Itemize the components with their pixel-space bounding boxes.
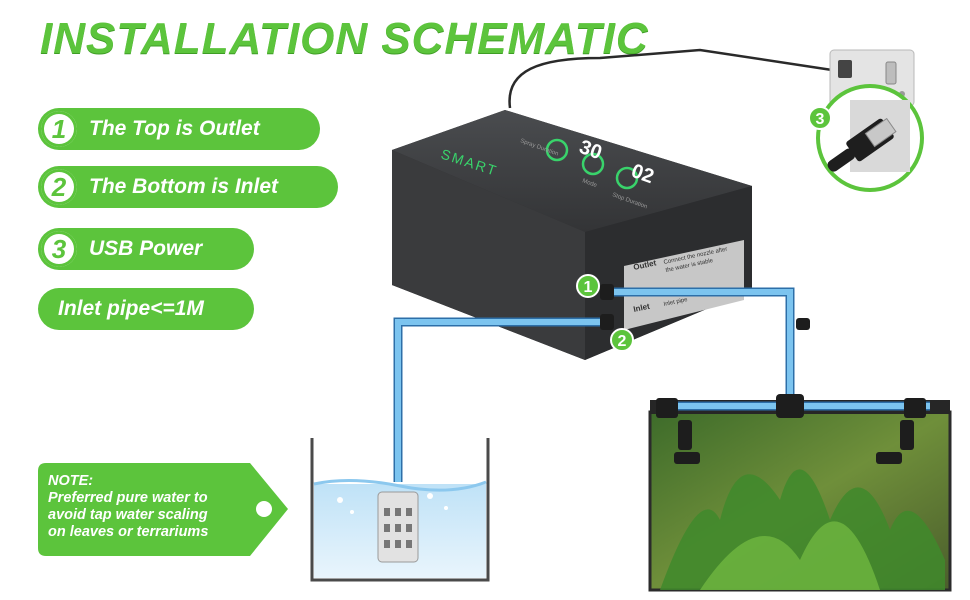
inlet-pipe bbox=[395, 319, 608, 482]
outlet-port bbox=[600, 284, 614, 300]
step-label-inlet: The Bottom is Inlet bbox=[89, 175, 278, 198]
step-usb-pill: 3 USB Power bbox=[38, 228, 254, 270]
step-number-1: 1 bbox=[41, 111, 77, 147]
step-label-outlet: The Top is Outlet bbox=[89, 117, 260, 140]
misting-device bbox=[392, 110, 752, 360]
inlet-port bbox=[600, 314, 614, 330]
step-number-2: 2 bbox=[41, 169, 77, 205]
note-line-1: Preferred pure water to bbox=[48, 490, 208, 506]
stop-button bbox=[615, 166, 639, 190]
inlet-pipe-label: Inlet pipe<=1M bbox=[58, 297, 204, 320]
marker-usb-circle bbox=[808, 106, 832, 130]
note-tag: NOTE: Preferred pure water to avoid tap … bbox=[38, 463, 288, 556]
spray-button bbox=[545, 138, 569, 162]
note-text: NOTE: Preferred pure water to avoid tap … bbox=[48, 473, 208, 541]
marker-inlet-circle bbox=[610, 328, 634, 352]
label-mode: Mode bbox=[581, 178, 598, 189]
marker-outlet-circle bbox=[576, 274, 600, 298]
step-inlet-pill: 2 The Bottom is Inlet bbox=[38, 166, 338, 208]
marker-inlet: 2 bbox=[618, 333, 627, 350]
usb-plug-icon bbox=[816, 84, 924, 192]
step-outlet-pill: 1 The Top is Outlet bbox=[38, 108, 320, 150]
note-line-3: on leaves or terrariums bbox=[48, 524, 209, 540]
inlet-label: Inlet bbox=[633, 302, 651, 314]
marker-usb: 3 bbox=[816, 111, 825, 128]
marker-outlet: 1 bbox=[584, 279, 593, 296]
pipe-clip bbox=[796, 318, 810, 330]
step-number-3: 3 bbox=[41, 231, 77, 267]
filter-icon bbox=[377, 491, 419, 563]
inlet-pipe-pill: Inlet pipe<=1M bbox=[38, 288, 254, 330]
nozzle-icon bbox=[656, 394, 926, 464]
note-heading: NOTE: bbox=[48, 473, 94, 489]
step-label-usb: USB Power bbox=[89, 237, 203, 260]
power-cable bbox=[508, 48, 833, 109]
outlet-pipe bbox=[610, 289, 793, 400]
mode-button bbox=[581, 152, 605, 176]
note-line-2: avoid tap water scaling bbox=[48, 507, 208, 523]
note-tag-shape bbox=[38, 463, 288, 556]
inlet-text: Inlet pipe bbox=[663, 297, 689, 308]
page-title: INSTALLATION SCHEMATIC bbox=[40, 14, 649, 63]
